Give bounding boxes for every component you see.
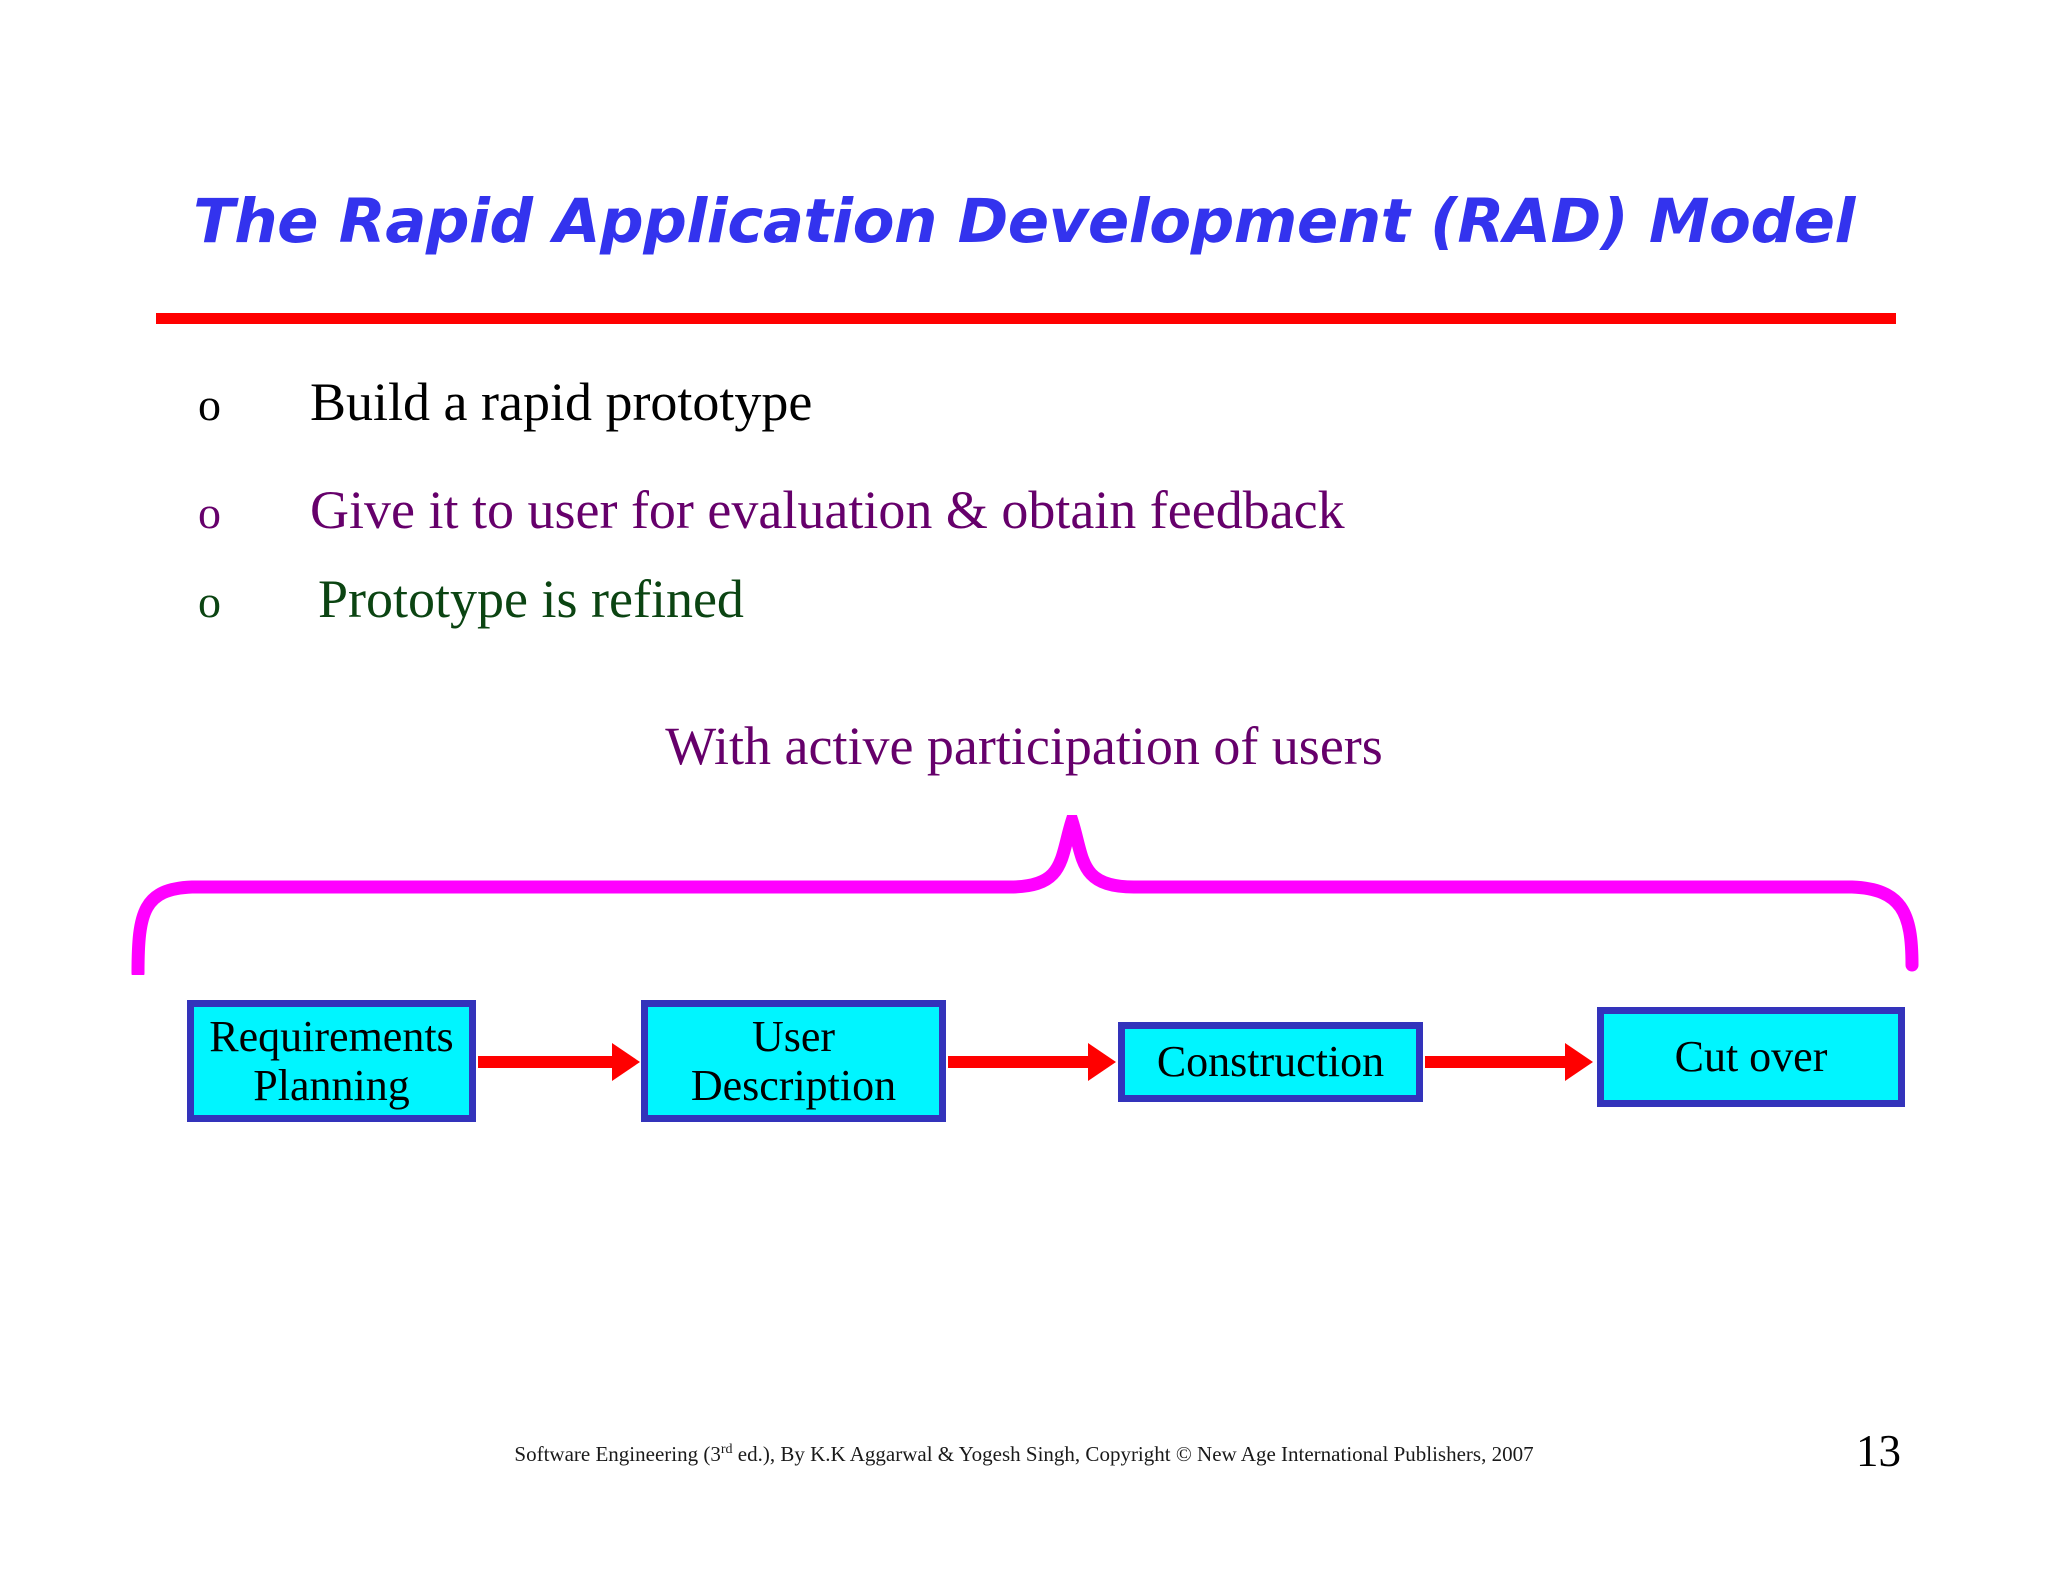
process-box-cut-over[interactable]: Cut over bbox=[1597, 1007, 1905, 1107]
bullet-text: Prototype is refined bbox=[318, 569, 744, 629]
bullet-text: Build a rapid prototype bbox=[310, 372, 813, 432]
bullet-marker: o bbox=[198, 576, 221, 627]
page-title: The Rapid Application Development (RAD) … bbox=[193, 186, 1855, 257]
footer-credit-ordinal: rd bbox=[720, 1442, 733, 1457]
bullet-marker: o bbox=[198, 487, 221, 538]
process-box-label: Cut over bbox=[1674, 1032, 1828, 1082]
flow-arrow-1 bbox=[478, 1043, 640, 1081]
footer-credit-suffix: ed.), By K.K Aggarwal & Yogesh Singh, Co… bbox=[732, 1442, 1534, 1466]
bullet-item-1: o Give it to user for evaluation & obtain… bbox=[198, 483, 1345, 537]
bullet-marker: o bbox=[198, 379, 221, 430]
flow-arrow-3 bbox=[1425, 1043, 1593, 1081]
bullet-item-0: o Build a rapid prototype bbox=[198, 375, 812, 429]
process-box-label: Construction bbox=[1156, 1037, 1385, 1087]
bullet-text: Give it to user for evaluation & obtain … bbox=[310, 480, 1345, 540]
footer-credit-prefix: Software Engineering (3 bbox=[514, 1442, 721, 1466]
page-number: 13 bbox=[1856, 1426, 1901, 1476]
bullet-item-2: o Prototype is refined bbox=[198, 572, 744, 626]
process-box-construction[interactable]: Construction bbox=[1118, 1022, 1423, 1102]
flow-arrow-2 bbox=[948, 1043, 1116, 1081]
footer-credit: Software Engineering (3rd ed.), By K.K A… bbox=[0, 1442, 2048, 1467]
brace-caption: With active participation of users bbox=[665, 716, 1383, 776]
title-divider bbox=[156, 313, 1896, 324]
curly-brace-icon bbox=[131, 815, 1919, 975]
